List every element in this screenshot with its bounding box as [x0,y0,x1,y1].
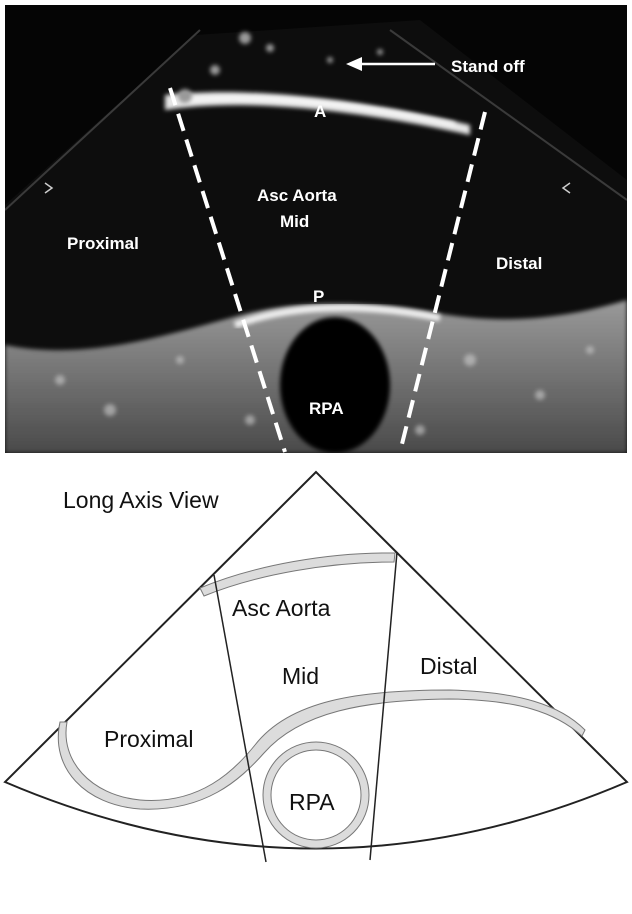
label-stand-off: Stand off [451,57,525,76]
schematic-label-rpa: RPA [289,789,335,815]
echo-panel: Stand off A Asc Aorta Mid Proximal Dista… [5,5,627,453]
rpa-lumen [280,317,390,453]
schematic-label-distal: Distal [420,653,478,679]
label-rpa: RPA [309,399,344,418]
schematic-label-proximal: Proximal [104,726,193,752]
label-asc-aorta: Asc Aorta [257,186,337,205]
label-posterior: P [313,287,324,306]
schematic-title: Long Axis View [63,487,219,513]
schematic-label-mid: Mid [282,663,319,689]
label-proximal: Proximal [67,234,139,253]
label-anterior: A [314,102,326,121]
schematic-label-asc-aorta: Asc Aorta [232,595,331,621]
schematic-panel: Long Axis View Asc Aorta Mid Distal Prox… [5,472,627,862]
label-mid: Mid [280,212,309,231]
label-distal: Distal [496,254,542,273]
